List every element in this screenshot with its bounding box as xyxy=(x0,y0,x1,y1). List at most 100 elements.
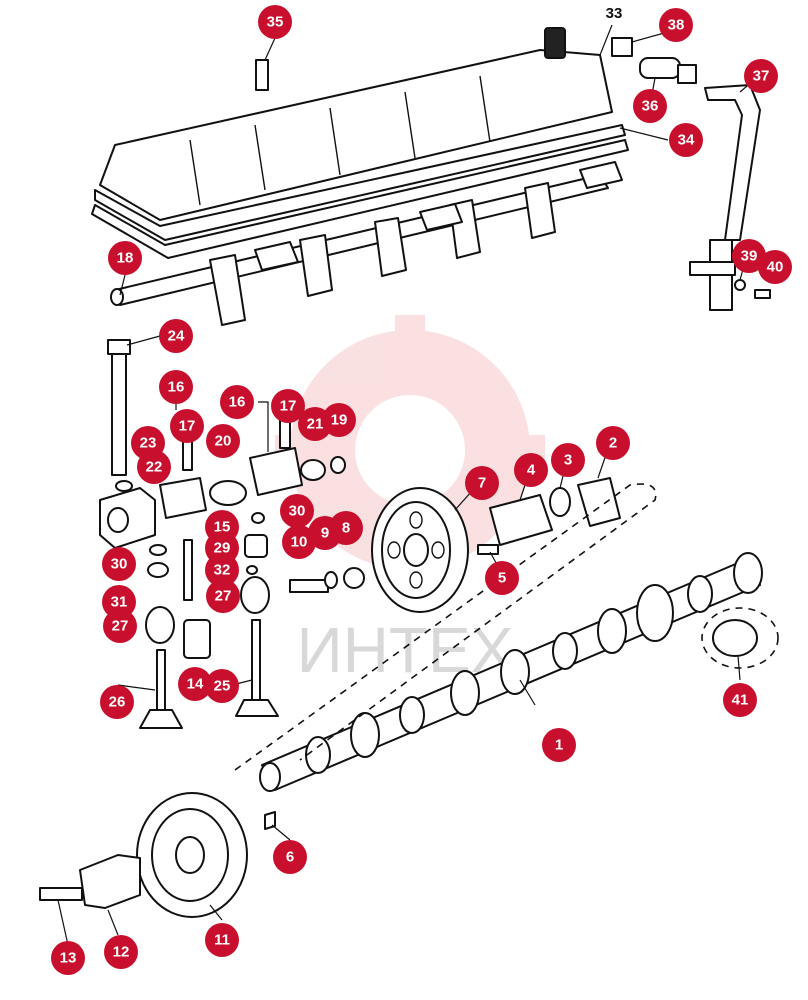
callout-7[interactable]: 7 xyxy=(465,466,499,500)
callout-20[interactable]: 20 xyxy=(206,424,240,458)
callout-39[interactable]: 39 xyxy=(732,239,766,273)
spring-20 xyxy=(209,480,247,506)
svg-text:31: 31 xyxy=(111,594,128,611)
hub-12 xyxy=(79,854,141,909)
callout-14[interactable]: 14 xyxy=(178,667,212,701)
svg-text:40: 40 xyxy=(767,259,784,276)
callout-13[interactable]: 13 xyxy=(51,941,85,975)
svg-text:6: 6 xyxy=(286,849,294,866)
callout-21[interactable]: 21 xyxy=(298,407,332,441)
hose-clip-left xyxy=(611,37,633,57)
callout-4[interactable]: 4 xyxy=(514,453,548,487)
callout-2[interactable]: 2 xyxy=(596,426,630,460)
retainer-31 xyxy=(147,562,169,578)
callout-34[interactable]: 34 xyxy=(669,123,703,157)
callout-6[interactable]: 6 xyxy=(273,840,307,874)
svg-text:34: 34 xyxy=(678,132,695,149)
callout-18[interactable]: 18 xyxy=(108,241,142,275)
callout-31[interactable]: 31 xyxy=(102,585,136,619)
leader-lines xyxy=(57,24,761,946)
callout-27b[interactable]: 27 xyxy=(206,579,240,613)
callout-25[interactable]: 25 xyxy=(205,669,239,703)
valve-stem-25 xyxy=(251,619,261,701)
svg-text:20: 20 xyxy=(215,433,232,450)
callout-3[interactable]: 3 xyxy=(551,443,585,477)
svg-text:30: 30 xyxy=(289,503,306,520)
callout-30a[interactable]: 30 xyxy=(102,547,136,581)
svg-text:22: 22 xyxy=(146,459,163,476)
callout-30b[interactable]: 30 xyxy=(280,494,314,528)
camshaft-gear xyxy=(371,487,469,613)
svg-text:18: 18 xyxy=(117,250,134,267)
callout-24[interactable]: 24 xyxy=(159,319,193,353)
pedestal-bore xyxy=(107,507,129,533)
svg-text:27: 27 xyxy=(112,618,129,635)
gear-bolt-10 xyxy=(289,579,329,593)
cover-plate-4 xyxy=(489,494,553,546)
svg-text:17: 17 xyxy=(179,418,196,435)
svg-text:13: 13 xyxy=(60,950,77,967)
callout-17b[interactable]: 17 xyxy=(271,389,305,423)
collet-32 xyxy=(246,565,258,575)
rocker-arm-16a xyxy=(159,477,207,519)
svg-text:37: 37 xyxy=(753,68,770,85)
svg-text:11: 11 xyxy=(214,932,230,949)
svg-text:2: 2 xyxy=(609,435,617,452)
rocker-shaft-assembly xyxy=(110,161,623,326)
svg-text:16: 16 xyxy=(168,379,185,396)
callout-11[interactable]: 11 xyxy=(205,923,239,957)
callout-9[interactable]: 9 xyxy=(308,516,342,550)
svg-text:15: 15 xyxy=(214,519,231,536)
svg-text:19: 19 xyxy=(331,412,348,429)
washer-39 xyxy=(734,279,746,291)
callout-5[interactable]: 5 xyxy=(485,561,519,595)
crankshaft-gear xyxy=(136,792,248,918)
callouts: 1 2 3 4 5 6 7 8 9 10 11 12 13 14 15 16 1… xyxy=(51,5,792,975)
callout-17a[interactable]: 17 xyxy=(170,409,204,443)
callout-27a[interactable]: 27 xyxy=(103,609,137,643)
svg-text:14: 14 xyxy=(187,676,204,693)
svg-text:17: 17 xyxy=(280,398,297,415)
svg-text:23: 23 xyxy=(140,435,157,452)
svg-text:4: 4 xyxy=(527,462,536,479)
bolt-40 xyxy=(754,289,771,299)
callout-40[interactable]: 40 xyxy=(758,250,792,284)
callout-36[interactable]: 36 xyxy=(633,89,667,123)
svg-text:7: 7 xyxy=(478,475,486,492)
washer-22 xyxy=(115,480,133,492)
callout-23[interactable]: 23 xyxy=(131,426,165,460)
cap-30a xyxy=(149,544,167,556)
svg-text:29: 29 xyxy=(214,540,231,557)
valve-head-26 xyxy=(139,709,183,729)
svg-text:5: 5 xyxy=(498,570,506,587)
svg-text:39: 39 xyxy=(741,248,758,265)
cover-bolt xyxy=(255,59,269,91)
breather-hose xyxy=(704,84,761,241)
retainer-29 xyxy=(244,534,268,558)
svg-text:21: 21 xyxy=(307,416,324,433)
cover-gasket xyxy=(91,139,629,259)
callout-32[interactable]: 32 xyxy=(205,553,239,587)
spring-27b xyxy=(240,576,270,614)
callout-10[interactable]: 10 xyxy=(282,525,316,559)
callout-35[interactable]: 35 xyxy=(258,5,292,39)
svg-text:26: 26 xyxy=(109,694,126,711)
svg-text:12: 12 xyxy=(113,944,130,961)
bush-21 xyxy=(300,459,326,481)
rocker-arm-16b xyxy=(249,447,303,496)
long-bolt-head xyxy=(107,339,131,355)
ring-19 xyxy=(330,456,346,474)
bolt-13 xyxy=(39,887,83,901)
plate-8 xyxy=(343,567,365,589)
callout-12[interactable]: 12 xyxy=(104,935,138,969)
svg-text:9: 9 xyxy=(321,525,329,542)
callout-26[interactable]: 26 xyxy=(100,685,134,719)
callout-16b[interactable]: 16 xyxy=(220,385,254,419)
callout-37[interactable]: 37 xyxy=(744,59,778,93)
callout-16a[interactable]: 16 xyxy=(159,370,193,404)
callout-38[interactable]: 38 xyxy=(659,8,693,42)
callout-41[interactable]: 41 xyxy=(723,683,757,717)
callout-1[interactable]: 1 xyxy=(542,728,576,762)
svg-text:10: 10 xyxy=(291,534,308,551)
